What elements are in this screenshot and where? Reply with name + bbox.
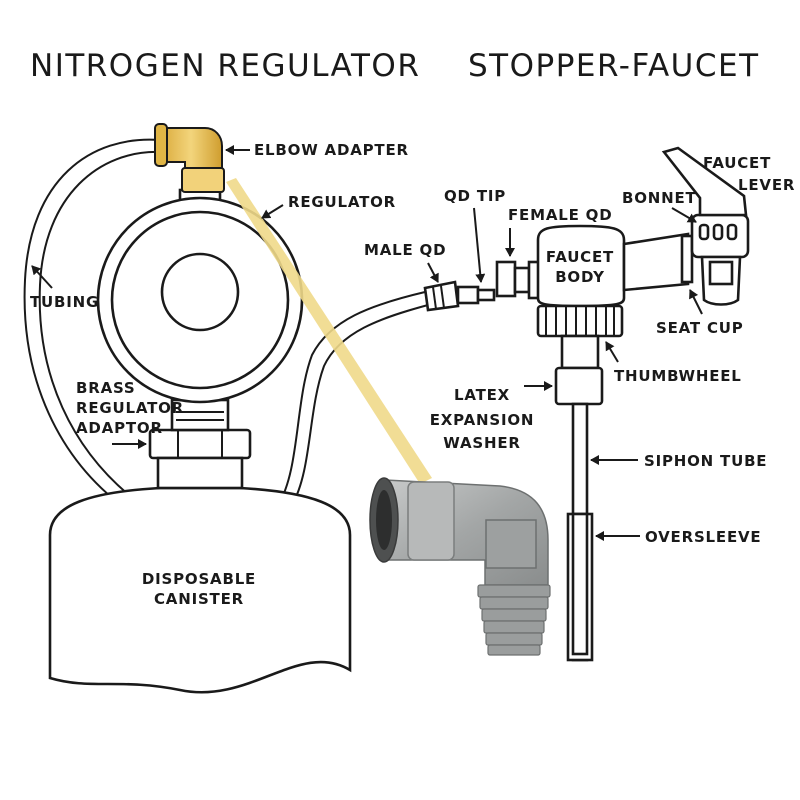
- arrow-icon: [473, 207, 486, 283]
- arrow-icon: [605, 341, 619, 363]
- label-tubing: TUBING: [30, 293, 99, 311]
- faucet-bonnet: [690, 213, 750, 259]
- male-qd: [423, 280, 496, 312]
- female-qd: [495, 260, 543, 300]
- label-male-qd: MALE QD: [364, 241, 446, 259]
- label-latex-line3: WASHER: [443, 434, 520, 452]
- faucet-lever: [661, 146, 748, 217]
- faucet-body-label-line2: BODY: [555, 268, 605, 286]
- label-brass-line3: ADAPTOR: [76, 419, 163, 437]
- label-thumbwheel: THUMBWHEEL: [614, 367, 742, 385]
- seat-cup: [700, 255, 742, 306]
- disposable-canister: [48, 486, 352, 694]
- regulator: [96, 188, 304, 404]
- label-brass-line1: BRASS: [76, 379, 136, 397]
- label-faucet-lever-line2: LEVER: [738, 176, 795, 194]
- label-bonnet: BONNET: [622, 189, 697, 207]
- arrow-icon: [427, 262, 439, 283]
- label-brass-line2: REGULATOR: [76, 399, 184, 417]
- label-latex-line2: EXPANSION: [430, 411, 534, 429]
- label-qd-tip: QD TIP: [444, 187, 506, 205]
- arrow-icon: [689, 289, 703, 315]
- brass-regulator-adaptor: [148, 398, 252, 490]
- canister-label-line1: DISPOSABLE: [142, 570, 256, 588]
- stopper-stem: [560, 334, 600, 370]
- label-siphon-tube: SIPHON TUBE: [644, 452, 767, 470]
- label-female-qd: FEMALE QD: [508, 206, 612, 224]
- faucet-body-label-line1: FAUCET: [546, 248, 614, 266]
- latex-expansion-washer: [554, 366, 604, 406]
- zoom-highlight-beam: [226, 178, 432, 484]
- arrow-icon: [261, 204, 284, 219]
- label-oversleeve: OVERSLEEVE: [645, 528, 761, 546]
- faucet-body: [536, 224, 694, 308]
- title-stopper-faucet: STOPPER-FAUCET: [468, 48, 760, 84]
- tubing-to-faucet: [277, 291, 429, 506]
- arrow-icon: [31, 265, 53, 289]
- tubing: [23, 138, 161, 509]
- arrow-icon: [671, 207, 697, 223]
- label-seat-cup: SEAT CUP: [656, 319, 744, 337]
- oversleeve: [566, 512, 594, 662]
- label-faucet-lever-line1: FAUCET: [703, 154, 771, 172]
- title-nitrogen-regulator: NITROGEN REGULATOR: [30, 48, 420, 84]
- elbow-adapter: [154, 123, 225, 193]
- label-regulator: REGULATOR: [288, 193, 396, 211]
- canister-label-line2: CANISTER: [154, 590, 244, 608]
- thumbwheel: [536, 304, 624, 338]
- label-elbow-adapter: ELBOW ADAPTER: [254, 141, 409, 159]
- label-latex-line1: LATEX: [454, 386, 510, 404]
- elbow-fitting-photo: [369, 477, 551, 656]
